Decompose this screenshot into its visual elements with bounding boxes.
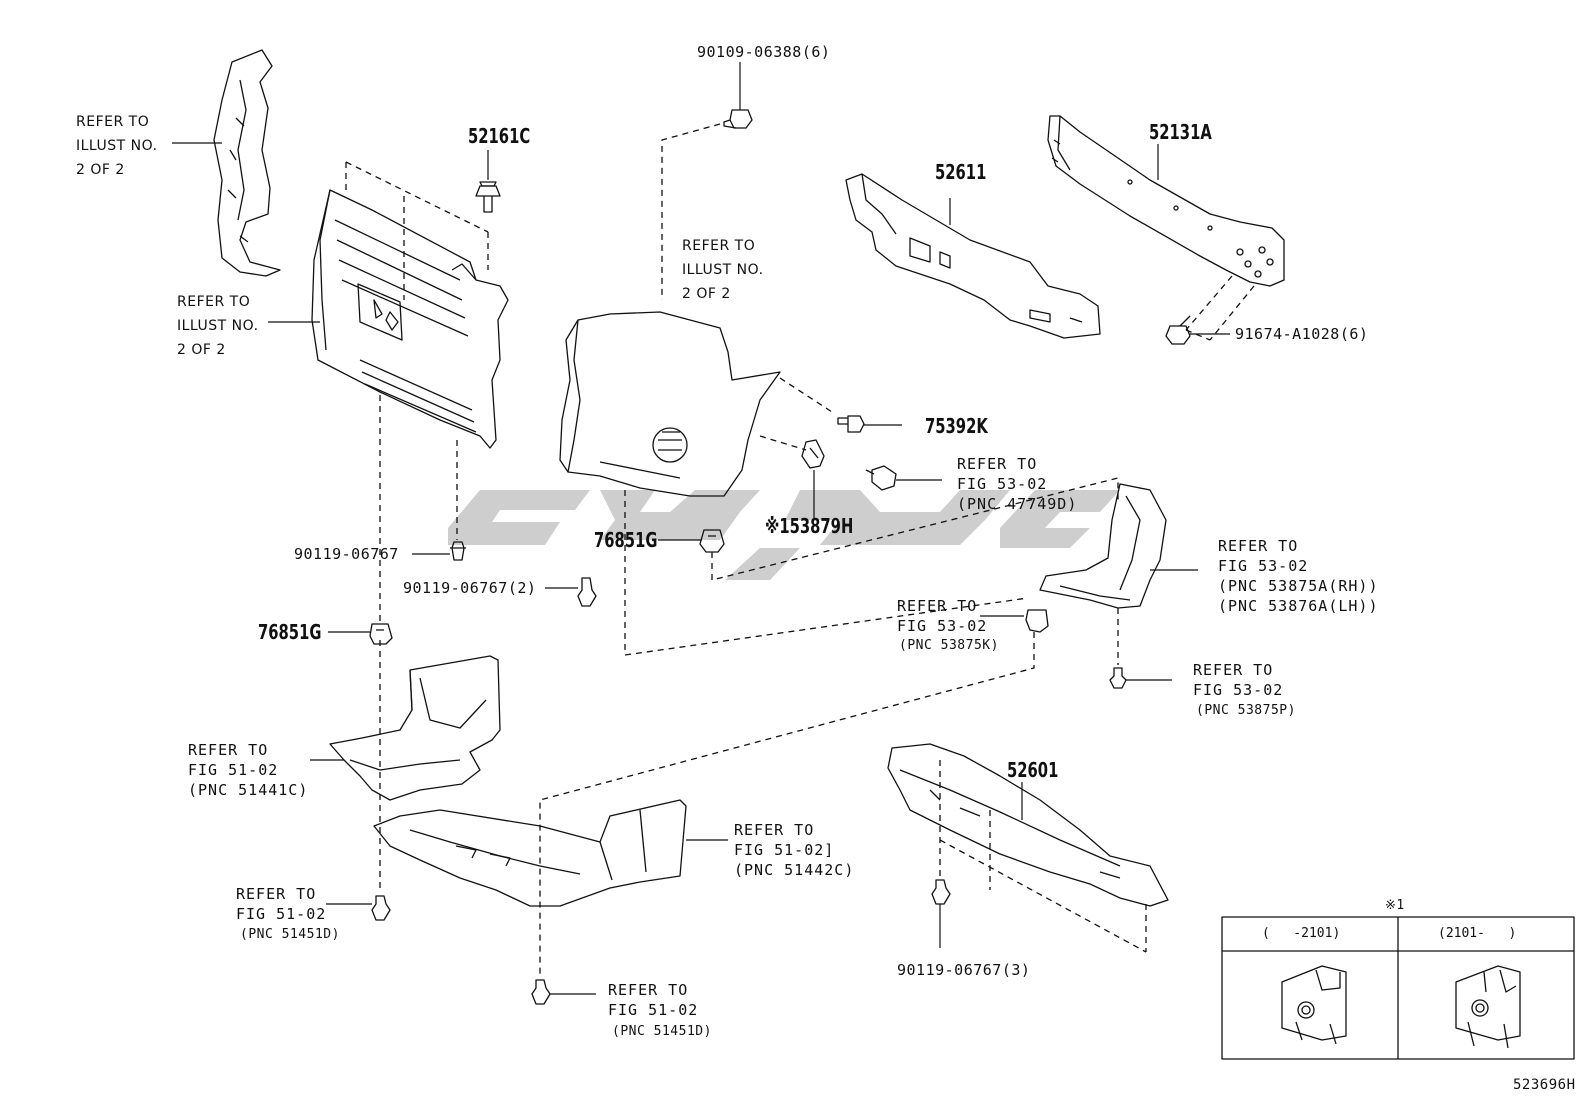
- part-label-52161C: 52161C: [468, 124, 531, 148]
- cover-51442C: [373, 799, 687, 907]
- part-label-53879H: ※153879H: [765, 514, 854, 538]
- bolt-91674: [1165, 315, 1191, 345]
- ref-51451D-b-pnc: (PNC 51451D): [612, 1024, 712, 1039]
- ref-53875K: REFER TO FIG 53-02: [897, 597, 988, 635]
- inset-header-left: ( -2101): [1262, 926, 1341, 941]
- ref-51442C: REFER TO FIG 51-02] (PNC 51442C): [734, 821, 855, 879]
- ref-53875A: REFER TO FIG 53-02 (PNC 53875A(RH)) (PNC…: [1218, 537, 1379, 615]
- watermark-logo: [448, 490, 1120, 580]
- bracket-53879H: [801, 439, 825, 469]
- inset-box: [1221, 916, 1575, 1060]
- ref-47749D: REFER TO FIG 53-02 (PNC 47749D): [957, 455, 1078, 513]
- ref-51451D-a-pnc: (PNC 51451D): [240, 927, 340, 942]
- reinforcement-52131A: [1047, 115, 1285, 287]
- ref-51451D-b: REFER TO FIG 51-02: [608, 981, 699, 1019]
- inset-mark: ※1: [1385, 898, 1405, 913]
- ref-53875K-pnc: (PNC 53875K): [899, 638, 999, 653]
- part-label-90109: 90109-06388(6): [697, 43, 831, 61]
- ref-grille: REFER TO ILLUST NO. 2 OF 2: [177, 294, 259, 358]
- clip-53875K: [1025, 609, 1049, 633]
- bolt-90109: [723, 109, 753, 129]
- ref-fender-liner: REFER TO ILLUST NO. 2 OF 2: [76, 114, 158, 178]
- bolt-90119-c: [931, 879, 951, 905]
- bolt-51451D-b: [531, 979, 551, 1005]
- ref-53875P: REFER TO FIG 53-02: [1193, 661, 1284, 699]
- clip-76851G-upper: [699, 529, 725, 553]
- cover-51441C: [329, 655, 501, 801]
- ref-51451D-a: REFER TO FIG 51-02: [236, 885, 327, 923]
- ref-bumper-cover: REFER TO ILLUST NO. 2 OF 2: [682, 238, 764, 302]
- clip-52161C: [475, 181, 501, 213]
- part-label-90119-b: 90119-06767(2): [403, 579, 537, 597]
- clip-47749D: [865, 465, 897, 491]
- part-label-76851G-upper: 76851G: [594, 528, 658, 552]
- fender-seal-illustration: [1039, 483, 1167, 609]
- clip-76851G-lower: [369, 623, 393, 645]
- bolt-90119-b: [577, 577, 597, 607]
- ref-53875P-pnc: (PNC 53875P): [1196, 703, 1296, 718]
- fender-liner-illustration: [213, 49, 281, 277]
- absorber-52611: [845, 173, 1101, 339]
- diagram-id: 523696H: [1513, 1077, 1576, 1093]
- ref-51441C: REFER TO FIG 51-02 (PNC 51441C): [188, 741, 309, 799]
- part-label-52611: 52611: [935, 160, 987, 184]
- part-label-76851G-lower: 76851G: [258, 620, 322, 644]
- grille-illustration: [311, 189, 509, 449]
- part-label-90119-c: 90119-06767(3): [897, 961, 1031, 979]
- part-label-52131A: 52131A: [1149, 120, 1212, 144]
- bolt-90119-a: [450, 541, 466, 561]
- bolt-53875P: [1109, 667, 1127, 689]
- part-label-91674: 91674-A1028(6): [1235, 325, 1369, 343]
- part-label-90119-a: 90119-06767: [294, 545, 399, 563]
- bolt-75392K: [837, 415, 865, 433]
- bumper-cover-illustration: [559, 311, 781, 497]
- part-label-52601: 52601: [1007, 758, 1059, 782]
- bolt-51451D-a: [371, 895, 391, 921]
- part-label-75392K: 75392K: [925, 414, 988, 438]
- lower-absorber-52601: [887, 743, 1169, 907]
- inset-header-right: (2101- ): [1438, 926, 1517, 941]
